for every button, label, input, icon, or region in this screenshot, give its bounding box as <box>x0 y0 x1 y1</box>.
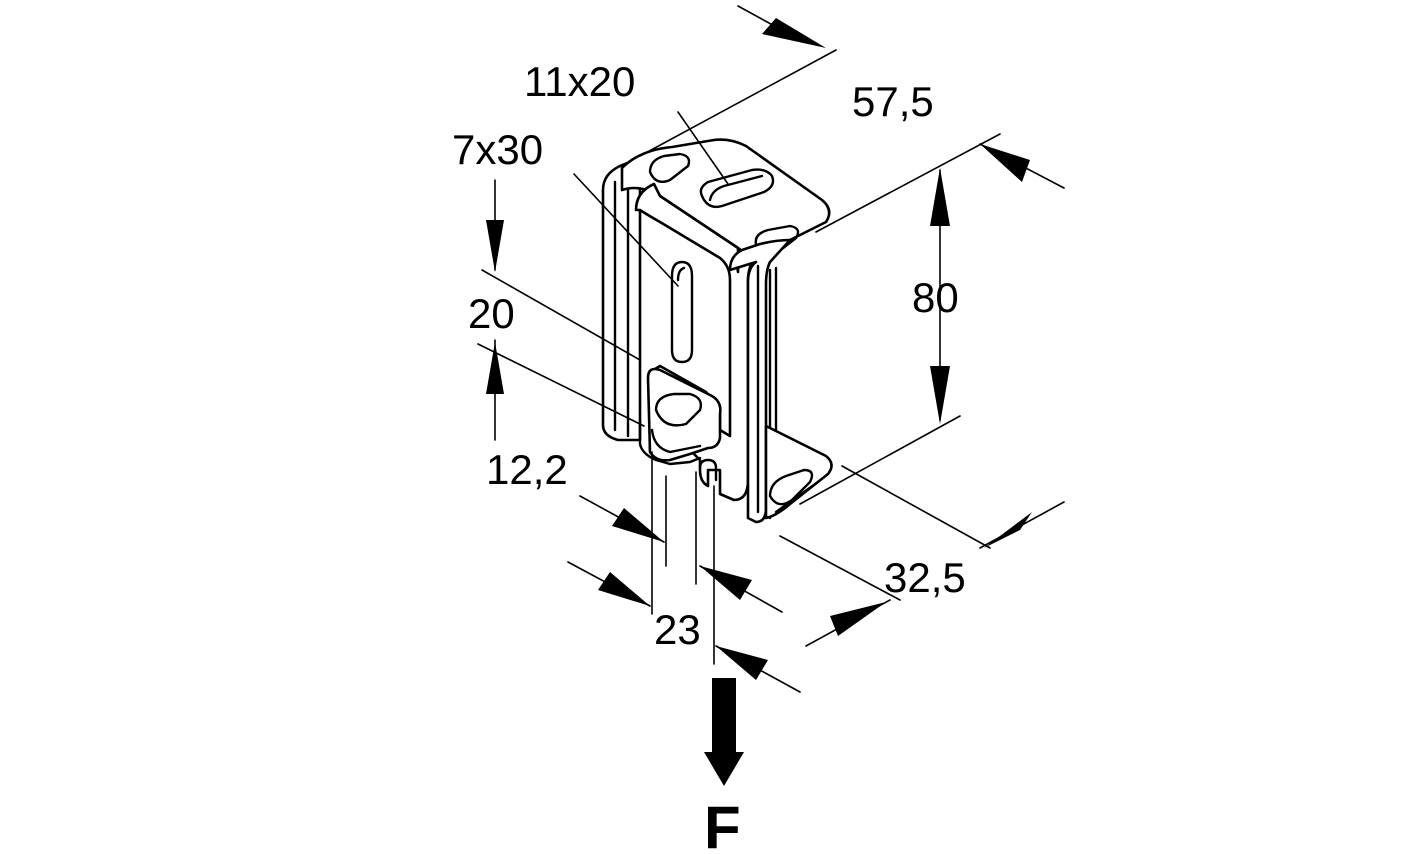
force-arrow-icon <box>704 678 744 786</box>
arrow-23-a <box>598 572 650 606</box>
arrow-32-5-a <box>984 512 1032 548</box>
arrow-20-bottom <box>486 342 504 394</box>
label-23: 23 <box>654 606 701 653</box>
rear-left-wall <box>601 156 642 442</box>
label-7x30: 7x30 <box>452 126 543 173</box>
arrow-12-2-a <box>612 508 664 542</box>
slot-7x30 <box>670 260 694 364</box>
lower-tab <box>646 367 722 462</box>
bracket-part <box>601 138 833 524</box>
arrow-80-bottom <box>930 366 950 424</box>
right-wall <box>728 238 792 524</box>
arrow-80-top <box>930 168 950 226</box>
label-12-2: 12,2 <box>486 446 568 493</box>
arrow-32-5-b <box>830 602 886 636</box>
arrow-20-top <box>486 220 504 272</box>
force-arrow <box>704 678 744 786</box>
arrow-12-2-b <box>700 566 752 600</box>
slot-11x20 <box>699 168 775 209</box>
label-80: 80 <box>912 274 959 321</box>
label-11x20: 11x20 <box>524 58 635 105</box>
arrow-57-5-b <box>980 144 1030 182</box>
force-label: F <box>704 794 741 854</box>
label-57-5: 57,5 <box>852 78 934 125</box>
arrow-57-5-a <box>762 18 826 48</box>
label-32-5: 32,5 <box>884 554 966 601</box>
arrow-23-b <box>716 646 768 680</box>
dimension-lines <box>477 5 1065 693</box>
label-20: 20 <box>468 290 515 337</box>
